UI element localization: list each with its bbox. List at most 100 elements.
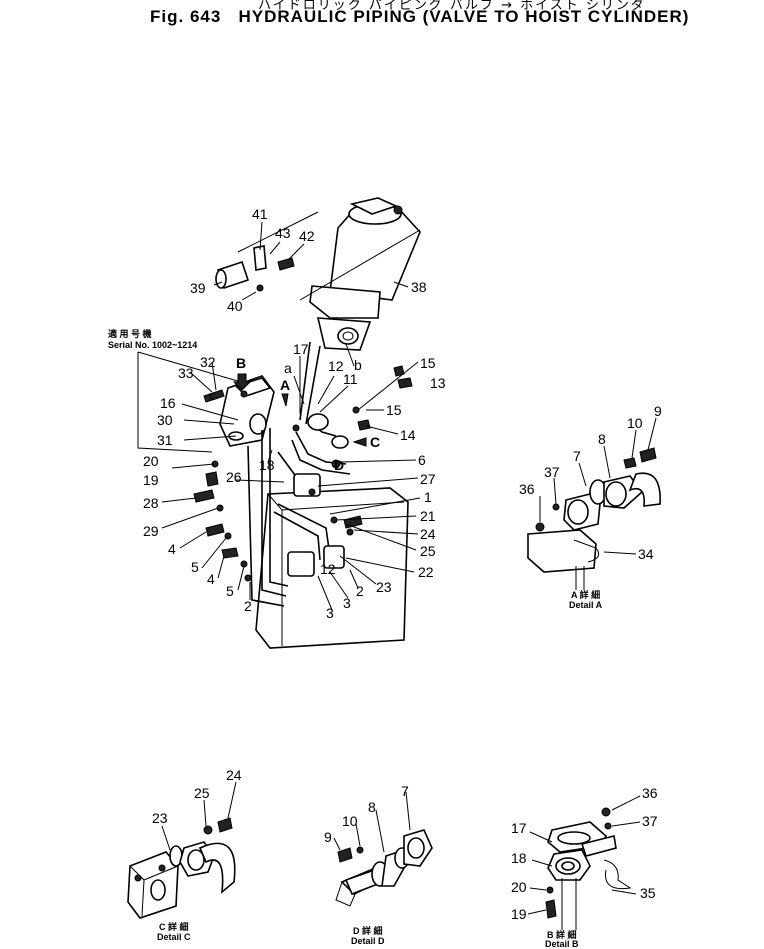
- callout-2a: 2: [244, 598, 252, 614]
- callout-19: 19: [143, 472, 159, 488]
- serial-note-text: Serial No. 1002~1214: [108, 340, 197, 350]
- callout-43: 43: [275, 225, 291, 241]
- serial-bracket: [137, 352, 213, 453]
- callout-3a: 3: [343, 595, 351, 611]
- callout-3b: 3: [326, 605, 334, 621]
- detail-d-caption: Detail D: [351, 936, 385, 946]
- callout-29: 29: [143, 523, 159, 539]
- callout-6: 6: [418, 452, 426, 468]
- callout-4b: 4: [207, 571, 215, 587]
- callout-17: 17: [293, 341, 309, 357]
- view-mark-c: C: [370, 434, 380, 450]
- detail-a-callout-9: 9: [654, 403, 662, 419]
- detail-b-callout-17: 17: [511, 820, 527, 836]
- view-arrow-a: [281, 393, 289, 407]
- callout-12b: 12: [320, 561, 336, 577]
- callout-26: 26: [226, 469, 242, 485]
- detail-b: 36 37 17 18 20 19 35 B 詳 細 Detail B: [511, 785, 658, 949]
- callout-20: 20: [143, 453, 159, 469]
- detail-d: 7 8 10 9 D 詳 細 Detail D: [324, 783, 433, 946]
- detail-d-callout-7: 7: [401, 783, 409, 799]
- detail-a-caption: Detail A: [569, 600, 603, 610]
- callout-12: 12: [328, 358, 344, 374]
- callout-21: 21: [420, 508, 436, 524]
- detail-b-callout-35: 35: [640, 885, 656, 901]
- callout-2b: 2: [356, 583, 364, 599]
- detail-b-callout-18: 18: [511, 850, 527, 866]
- callout-28: 28: [143, 495, 159, 511]
- view-mark-d: D: [334, 457, 344, 473]
- callout-14: 14: [400, 427, 416, 443]
- callout-31: 31: [157, 432, 173, 448]
- main-assembly: B A C D 適 用 号 機 Serial No. 1002~1214 41 …: [108, 197, 446, 649]
- detail-c-callout-23: 23: [152, 810, 168, 826]
- detail-a-callout-36: 36: [519, 481, 535, 497]
- view-mark-b: B: [236, 355, 246, 371]
- detail-a: 9 10 8 7 37 36 34 A 詳 細 Detail A: [519, 403, 662, 610]
- view-arrow-c: [352, 437, 367, 447]
- callout-22: 22: [418, 564, 434, 580]
- detail-c-caption: Detail C: [157, 932, 191, 942]
- detail-b-callout-37: 37: [642, 813, 658, 829]
- detail-d-callout-10: 10: [342, 813, 358, 829]
- detail-c: 24 25 23 C 詳 細 Detail C: [127, 767, 242, 942]
- detail-a-callout-10: 10: [627, 415, 643, 431]
- callout-38: 38: [411, 279, 427, 295]
- detail-c-caption-jp: C 詳 細: [159, 921, 189, 932]
- callout-27: 27: [420, 471, 436, 487]
- detail-a-caption-jp: A 詳 細: [571, 589, 600, 600]
- detail-d-callout-9: 9: [324, 829, 332, 845]
- callout-1: 1: [424, 489, 432, 505]
- callout-30: 30: [157, 412, 173, 428]
- japanese-title: ハイドロリック パイピング バルブ → ホイスト シリンダ: [258, 0, 646, 13]
- callout-15a: 15: [420, 355, 436, 371]
- callout-15b: 15: [386, 402, 402, 418]
- callout-41: 41: [252, 206, 268, 222]
- pipe-fittings: [287, 406, 363, 577]
- figure-number: Fig. 643: [150, 7, 222, 26]
- callout-42: 42: [299, 228, 315, 244]
- callout-32: 32: [200, 354, 216, 370]
- main-callout-labels: 41 43 42 39 40 38 17 a 12 b 15 11 13 15 …: [143, 206, 446, 621]
- figure-title-text: HYDRAULIC PIPING (VALVE TO HOIST CYLINDE…: [238, 7, 690, 26]
- detail-b-callout-36: 36: [642, 785, 658, 801]
- detail-d-caption-jp: D 詳 細: [353, 925, 383, 936]
- callout-16: 16: [160, 395, 176, 411]
- hoist-cylinder: [299, 197, 421, 351]
- callout-b: b: [354, 357, 362, 373]
- callout-40: 40: [227, 298, 243, 314]
- callout-39: 39: [190, 280, 206, 296]
- control-valve: [219, 375, 275, 447]
- detail-a-callout-37: 37: [544, 464, 560, 480]
- serial-note-jp: 適 用 号 機: [108, 328, 152, 339]
- detail-a-callout-8: 8: [598, 431, 606, 447]
- callout-4a: 4: [168, 541, 176, 557]
- callout-a: a: [284, 360, 292, 376]
- leader-lines: [161, 221, 421, 611]
- detail-d-callout-8: 8: [368, 799, 376, 815]
- detail-b-caption-jp: B 詳 細: [547, 929, 577, 940]
- detail-a-callout-34: 34: [638, 546, 654, 562]
- callout-11: 11: [343, 371, 358, 387]
- detail-b-callout-20: 20: [511, 879, 527, 895]
- detail-b-caption: Detail B: [545, 939, 579, 949]
- callout-23: 23: [376, 579, 392, 595]
- pin-hardware: [215, 211, 319, 292]
- callout-25: 25: [420, 543, 436, 559]
- detail-b-callout-19: 19: [511, 906, 527, 922]
- detail-a-callout-7: 7: [573, 448, 581, 464]
- callout-5a: 5: [191, 559, 199, 575]
- callout-13: 13: [430, 375, 446, 391]
- figure-title: Fig. 643 HYDRAULIC PIPING (VALVE TO HOIS…: [150, 7, 689, 27]
- view-arrow-b: [232, 373, 252, 391]
- detail-c-callout-24: 24: [226, 767, 242, 783]
- callout-18: 18: [259, 457, 275, 473]
- callout-33: 33: [178, 365, 194, 381]
- view-mark-a: A: [280, 377, 290, 393]
- callout-5b: 5: [226, 583, 234, 599]
- figure-header: ハイドロリック パイピング バルブ → ホイスト シリンダ Fig. 643 H…: [0, 0, 764, 40]
- detail-c-callout-25: 25: [194, 785, 210, 801]
- left-bolts: [193, 365, 413, 582]
- callout-24: 24: [420, 526, 436, 542]
